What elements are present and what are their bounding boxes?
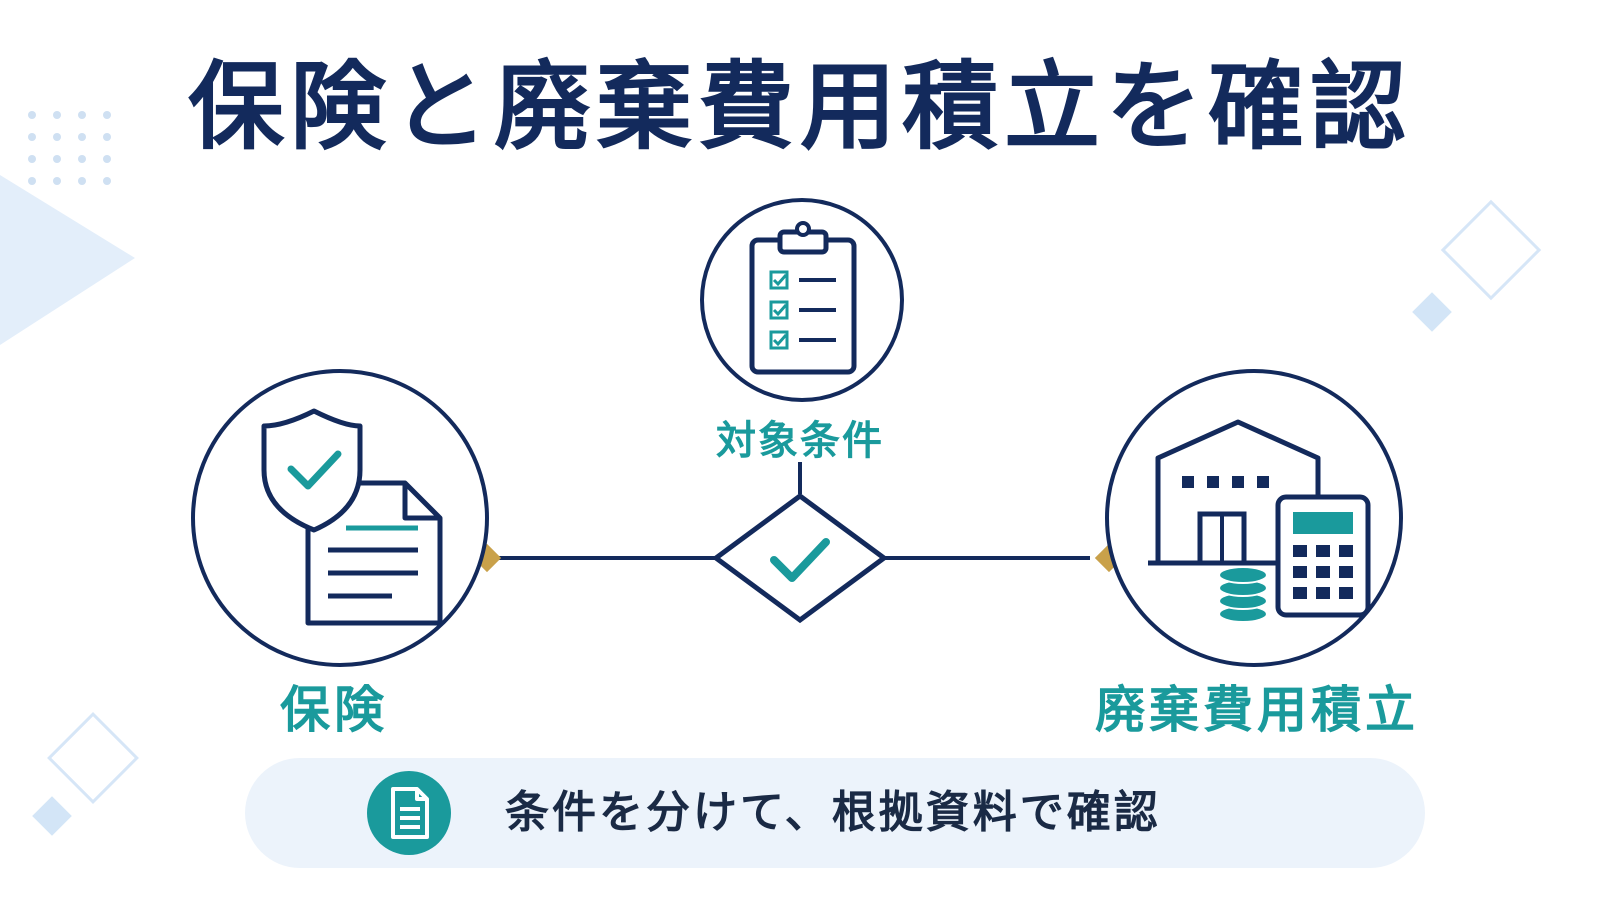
decor-diamond-outline-left bbox=[47, 712, 139, 804]
decor-dot-grid bbox=[28, 111, 111, 185]
decor-diamond-outline-right bbox=[1440, 199, 1542, 301]
shield-document-icon bbox=[261, 408, 443, 626]
insurance-label: 保険 bbox=[280, 681, 388, 739]
decor-diamond-filled-left bbox=[32, 796, 72, 836]
warehouse-calculator-icon bbox=[1148, 419, 1371, 623]
page-title: 保険と廃棄費用積立を確認 bbox=[188, 51, 1412, 163]
document-icon bbox=[367, 771, 451, 855]
decor-diamond-filled-right bbox=[1412, 292, 1452, 332]
summary-banner: 条件を分けて、根拠資料で確認 bbox=[245, 758, 1425, 868]
summary-banner-text: 条件を分けて、根拠資料で確認 bbox=[505, 787, 1161, 838]
check-diamond-icon bbox=[711, 492, 889, 624]
conditions-label: 対象条件 bbox=[716, 418, 884, 464]
clipboard-checklist-icon bbox=[749, 221, 857, 375]
reserve-label: 廃棄費用積立 bbox=[1095, 681, 1419, 739]
decor-triangle bbox=[0, 175, 135, 345]
